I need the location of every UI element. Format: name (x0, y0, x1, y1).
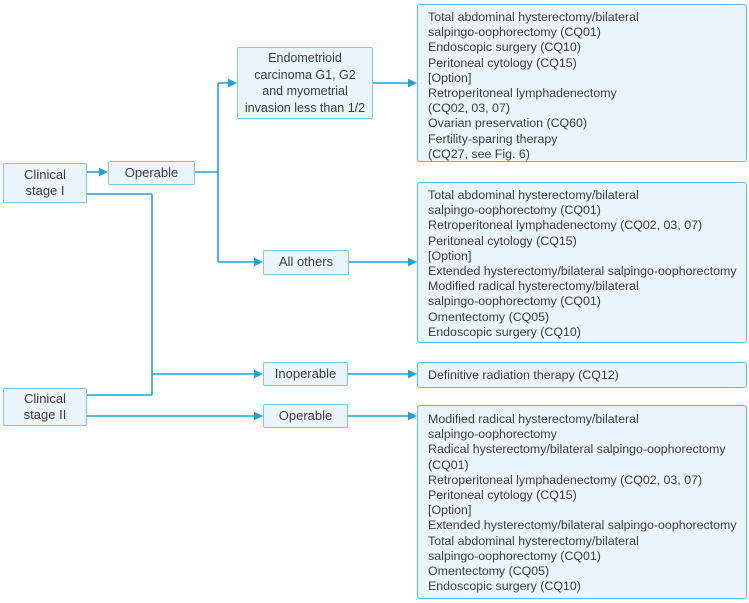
inoperable-node: Inoperable (263, 362, 348, 386)
text-line: Radical hysterectomy/bilateral salpingo-… (428, 442, 726, 457)
text-line: salpingo-oophorectomy (CQ01) (428, 25, 601, 40)
text-line: Fertility-sparing therapy (428, 131, 558, 146)
text-line: salpingo-oophorectomy (428, 427, 557, 442)
text-line: Modified radical hysterectomy/bilateral (428, 412, 639, 426)
inoperable-treatment-panel: Definitive radiation therapy (CQ12) (417, 362, 747, 388)
text-line: Total abdominal hysterectomy/bilateral (428, 188, 639, 202)
arrowhead (408, 257, 417, 267)
arrowhead (254, 257, 263, 267)
text-line: salpingo-oophorectomy (CQ01) (428, 294, 601, 309)
text-line: Endoscopic surgery (CQ10) (428, 40, 581, 55)
text-line: Peritoneal cytology (CQ15) (428, 233, 577, 248)
text-line: Total abdominal hysterectomy/bilateral (428, 10, 639, 24)
clinical-stage-1-node: Clinical stage I (3, 163, 87, 203)
stage2-operable-node: Operable (263, 404, 348, 428)
text-line: Total abdominal hysterectomy/bilateral (428, 533, 639, 548)
text-line: Ovarian preservation (CQ60) (428, 116, 588, 131)
arrowhead (228, 78, 237, 88)
text-line: Retroperitoneal lymphadenectomy (428, 86, 617, 101)
arrowhead (254, 411, 263, 421)
all-others-node: All others (263, 250, 349, 275)
text-line: Modified radical hysterectomy/bilateral (428, 279, 639, 294)
text-line: salpingo-oophorectomy (CQ01) (428, 548, 601, 563)
text-line: Peritoneal cytology (CQ15) (428, 488, 577, 503)
arrowhead (408, 411, 417, 421)
text-line: Omentectomy (CQ05) (428, 564, 550, 579)
text-line: [Option] (428, 248, 472, 263)
arrowhead (408, 78, 417, 88)
text-line: Definitive radiation therapy (CQ12) (428, 368, 619, 382)
text-line: [Option] (428, 503, 472, 518)
text-line: Endoscopic surgery (CQ10) (428, 324, 581, 339)
arrowhead (254, 369, 263, 379)
text-line: [Option] (428, 70, 472, 85)
text-line: Peritoneal cytology (CQ15) (428, 55, 577, 70)
arrowhead (99, 167, 108, 177)
text-line: Retroperitoneal lymphadenectomy (CQ02, 0… (428, 472, 703, 487)
text-line: Omentectomy (CQ05) (428, 309, 550, 324)
arrowhead (408, 369, 417, 379)
clinical-stage-2-node: Clinical stage II (3, 388, 87, 426)
text-line: Retroperitoneal lymphadenectomy (CQ02, 0… (428, 218, 703, 233)
endometrioid-criteria-node: Endometrioid carcinoma G1, G2 and myomet… (237, 47, 373, 119)
stage1-operable-node: Operable (108, 161, 195, 185)
text-line: (CQ01) (428, 457, 469, 472)
text-line: Endoscopic surgery (CQ10) (428, 579, 581, 594)
text-line: salpingo-oophorectomy (CQ01) (428, 203, 601, 218)
text-line: Extended hysterectomy/bilateral salpingo… (428, 518, 737, 533)
text-line: (CQ27, see Fig. 6) (428, 146, 530, 161)
text-line: Extended hysterectomy/bilateral salpingo… (428, 264, 737, 279)
text-line: (CQ02, 03, 07) (428, 101, 510, 116)
